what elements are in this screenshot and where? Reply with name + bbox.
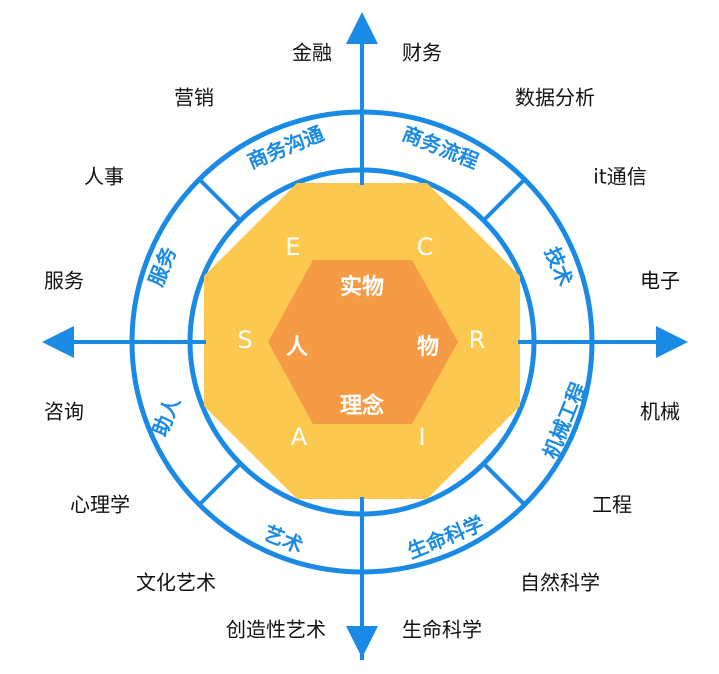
riasec-A: A bbox=[290, 423, 308, 451]
outer-label-machinery: 机械 bbox=[640, 399, 680, 424]
outer-label-creative-art: 创造性艺术 bbox=[226, 617, 326, 642]
outer-label-electronics: 电子 bbox=[640, 268, 680, 293]
outer-label-it-telecom: it通信 bbox=[593, 164, 647, 189]
outer-label-data-analysis: 数据分析 bbox=[515, 85, 595, 110]
hexagon-top bbox=[268, 260, 458, 424]
outer-label-finance: 金融 bbox=[292, 40, 332, 65]
outer-label-natural-science: 自然科学 bbox=[520, 570, 600, 595]
riasec-R: R bbox=[468, 326, 486, 354]
outer-label-life-science: 生命科学 bbox=[402, 617, 482, 642]
outer-label-engineering: 工程 bbox=[592, 492, 632, 517]
outer-label-consulting: 咨询 bbox=[44, 399, 84, 424]
hexagon-label-bottom: 理念 bbox=[339, 394, 385, 419]
outer-label-hr: 人事 bbox=[84, 164, 124, 189]
riasec-C: C bbox=[416, 233, 434, 261]
outer-label-culture-art: 文化艺术 bbox=[136, 570, 216, 595]
riasec-S: S bbox=[237, 326, 253, 354]
hexagon-label-left: 人 bbox=[285, 335, 309, 360]
outer-label-marketing: 营销 bbox=[174, 85, 214, 110]
hexagon-label-top: 实物 bbox=[339, 275, 385, 300]
outer-label-service: 服务 bbox=[44, 268, 84, 293]
riasec-E: E bbox=[285, 233, 301, 261]
outer-label-accounting: 财务 bbox=[402, 40, 442, 65]
outer-label-psychology: 心理学 bbox=[70, 492, 130, 517]
riasec-I: I bbox=[418, 423, 426, 451]
sector-dividers bbox=[197, 177, 527, 507]
hexagon-label-right: 物 bbox=[416, 335, 440, 360]
